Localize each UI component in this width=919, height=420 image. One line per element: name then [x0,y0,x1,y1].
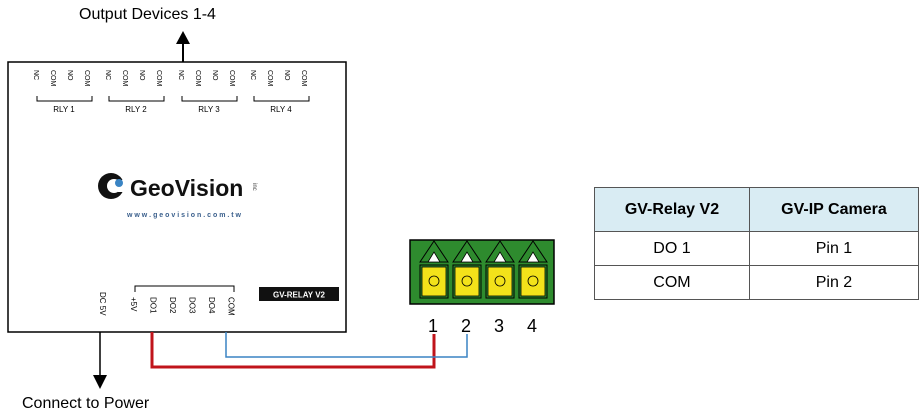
table-cell: Pin 1 [748,231,919,266]
bottom-pin-label: +5V [129,297,138,312]
relay-group-label: RLY 1 [53,105,75,114]
red-wire [150,332,436,369]
relay-pin-label: COM [155,70,162,87]
relay-pin-label: COM [300,70,307,87]
relay-pin-label: NO [283,70,290,81]
website-text: w w w . g e o v i s i o n . c o m . t w [126,212,242,219]
relay-pin-label: NC [177,70,184,80]
table-row: COM Pin 2 [594,265,919,300]
relay-pin-label: NC [32,70,39,80]
power-arrow-head [93,375,107,389]
screw-icon [428,275,440,287]
relay-terminal-groups: NC COM NO COM RLY 1 NC COM NO COM RLY 2 NC COM NO COM… [32,70,310,114]
relay-pin-label: COM [194,70,201,87]
relay-group-label: RLY 3 [198,105,220,114]
pin-mapping-table: GV-Relay V2 GV-IP Camera DO 1 Pin 1 COM … [594,187,919,300]
relay-pin-label: NC [104,70,111,80]
table-header-camera: GV-IP Camera [748,187,919,232]
model-badge-text: GV-RELAY V2 [273,291,326,300]
blue-wire [225,332,468,358]
screw-icon [461,275,473,287]
table-header-relay: GV-Relay V2 [594,187,750,232]
geovision-logo: GeoVision inc w w w . g e o v i s i o n … [98,173,257,219]
relay-bracket [108,96,165,102]
terminal-connector [409,239,555,305]
relay-bracket [181,96,238,102]
relay-pin-label: COM [49,70,56,87]
table-cell: Pin 2 [748,265,919,300]
relay-pin-label: NC [249,70,256,80]
bottom-pin-label: DO2 [168,297,177,314]
relay-bracket [253,96,310,102]
table-header-row: GV-Relay V2 GV-IP Camera [594,187,919,232]
table-row: DO 1 Pin 1 [594,231,919,266]
output-devices-label: Output Devices 1-4 [79,6,216,23]
relay-pin-label: COM [228,70,235,87]
connector-pin-number: 3 [494,316,504,336]
logo-dot [115,179,123,187]
relay-pin-label: NO [66,70,73,81]
dc5v-label: DC 5V [98,292,107,316]
connector-pin-number: 4 [527,316,537,336]
table-cell: DO 1 [594,231,750,266]
connector-pin-number: 1 [428,316,438,336]
bottom-terminal-labels: +5V DO1 DO2 DO3 DO4 COM [129,297,236,316]
output-arrow-head [176,31,190,44]
bottom-pin-label: COM [227,297,236,316]
bottom-pin-label: DO3 [188,297,197,314]
connector-pin-numbers: 1 2 3 4 [428,316,537,336]
relay-pin-label: COM [83,70,90,87]
connect-to-power-label: Connect to Power [22,395,150,412]
relay-pin-label: NO [138,70,145,81]
screw-icon [494,275,506,287]
relay-pin-label: COM [121,70,128,87]
screw-icon [527,275,539,287]
bottom-pin-bracket [134,285,235,292]
relay-group-label: RLY 4 [270,105,292,114]
table-cell: COM [594,265,750,300]
connector-pin-number: 2 [461,316,471,336]
bottom-pin-label: DO4 [207,297,216,314]
relay-bracket [36,96,93,102]
bottom-pin-label: DO1 [149,297,158,314]
model-badge [259,287,339,301]
relay-pin-label: COM [266,70,273,87]
logo-suffix: inc [251,183,257,191]
relay-pin-label: NO [211,70,218,81]
relay-group-label: RLY 2 [125,105,147,114]
logo-text: GeoVision [130,175,243,201]
